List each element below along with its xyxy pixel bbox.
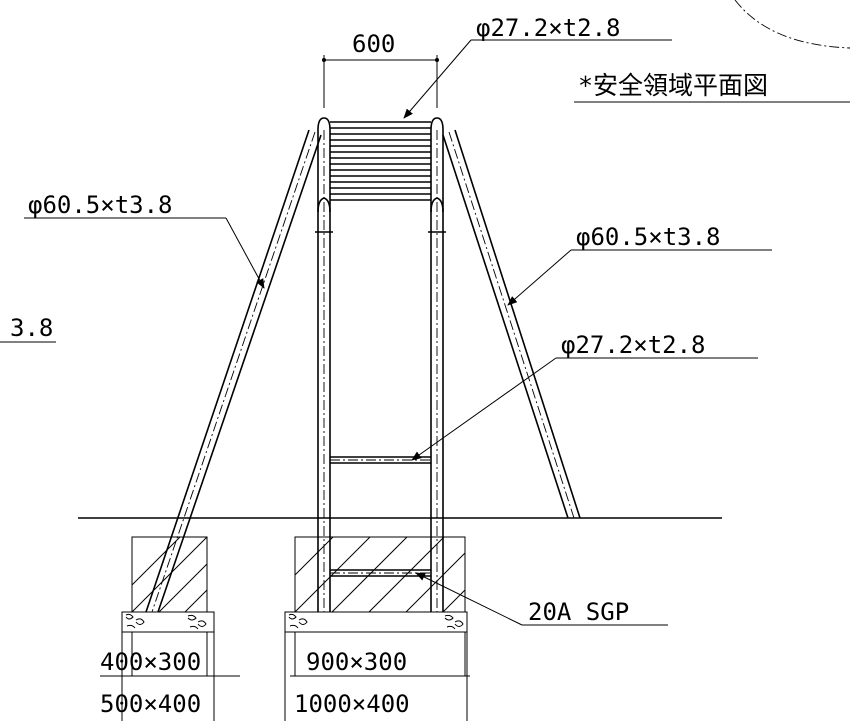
- right-strut: [442, 129, 581, 519]
- top-rungs: [317, 121, 444, 213]
- base-pipe-leader: [415, 572, 668, 626]
- left-footing-dim-lines: [100, 632, 240, 721]
- center-footing: [284, 536, 468, 633]
- left-strut-leader: [24, 217, 265, 289]
- left-footing-bottom-label: 500×400: [100, 690, 201, 718]
- top-width-label: 600: [352, 30, 395, 58]
- top-pipe-leader: [403, 39, 672, 119]
- safety-area-arc: [734, 0, 850, 49]
- top-pipe-label: φ27.2×t2.8: [476, 14, 621, 42]
- base-pipe-label: 20A SGP: [528, 598, 629, 626]
- top-width-dimension: [322, 55, 439, 108]
- center-footing-bottom-label: 1000×400: [294, 690, 410, 718]
- mid-pipe-leader: [411, 357, 758, 461]
- mid-pipe-label: φ27.2×t2.8: [561, 331, 706, 359]
- center-footing-top-label: 900×300: [306, 648, 407, 676]
- right-strut-leader: [507, 249, 772, 306]
- left-footing: [121, 536, 215, 633]
- left-post: [315, 117, 333, 612]
- left-footing-top-label: 400×300: [100, 648, 201, 676]
- base-rung: [330, 569, 431, 577]
- safety-note: *安全領域平面図: [578, 71, 768, 100]
- right-strut-label: φ60.5×t3.8: [576, 223, 721, 251]
- middle-rung: [330, 456, 431, 464]
- center-footing-dim-lines: [284, 632, 470, 721]
- left-edge-label: 3.8: [10, 314, 53, 342]
- left-strut: [145, 129, 322, 613]
- left-strut-label: φ60.5×t3.8: [28, 191, 173, 219]
- right-post: [428, 117, 446, 612]
